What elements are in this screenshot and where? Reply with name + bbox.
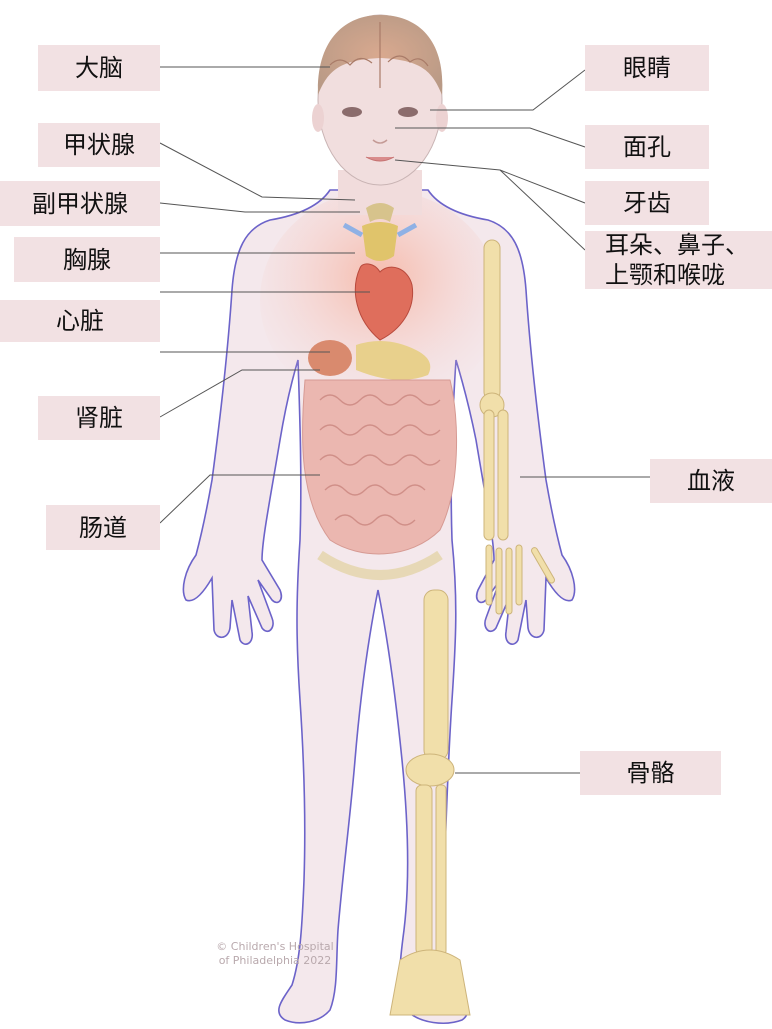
label-blood: 血液 — [650, 459, 772, 503]
label-brain-text: 大脑 — [75, 53, 123, 83]
intestines-organ — [303, 380, 457, 554]
thymus-organ — [362, 222, 398, 261]
watermark-line2: of Philadelphia 2022 — [205, 954, 345, 968]
right-eye — [398, 107, 418, 117]
label-ent: 耳朵、鼻子、 上颚和喉咙 — [585, 231, 772, 289]
watermark-line1: © Children's Hospital — [205, 940, 345, 954]
label-kidney: 肾脏 — [38, 396, 160, 440]
label-teeth: 牙齿 — [585, 181, 709, 225]
label-thyroid-text: 甲状腺 — [63, 130, 135, 160]
left-ear — [312, 104, 324, 132]
label-parathyroid-text: 副甲状腺 — [32, 189, 128, 219]
label-bones-text: 骨骼 — [627, 758, 675, 788]
label-heart: 心脏 — [0, 300, 160, 342]
label-eyes-text: 眼睛 — [623, 53, 671, 83]
label-bones: 骨骼 — [580, 751, 721, 795]
label-thymus: 胸腺 — [14, 237, 160, 282]
label-parathyroid: 副甲状腺 — [0, 181, 160, 226]
label-heart-text: 心脏 — [56, 306, 104, 336]
label-thymus-text: 胸腺 — [63, 245, 111, 275]
label-ent-line2: 上颚和喉咙 — [605, 260, 725, 290]
copyright-watermark: © Children's Hospital of Philadelphia 20… — [205, 940, 345, 969]
label-intestine-text: 肠道 — [79, 513, 127, 543]
head — [312, 15, 448, 185]
kidney-organ — [308, 340, 352, 376]
label-blood-text: 血液 — [687, 466, 735, 496]
left-eye — [342, 107, 362, 117]
label-face-text: 面孔 — [623, 132, 671, 162]
label-ent-line1: 耳朵、鼻子、 — [605, 230, 749, 260]
label-teeth-text: 牙齿 — [623, 188, 671, 218]
label-kidney-text: 肾脏 — [75, 403, 123, 433]
label-brain: 大脑 — [38, 45, 160, 91]
label-face: 面孔 — [585, 125, 709, 169]
label-thyroid: 甲状腺 — [38, 123, 160, 167]
label-intestine: 肠道 — [46, 505, 160, 550]
label-eyes: 眼睛 — [585, 45, 709, 91]
